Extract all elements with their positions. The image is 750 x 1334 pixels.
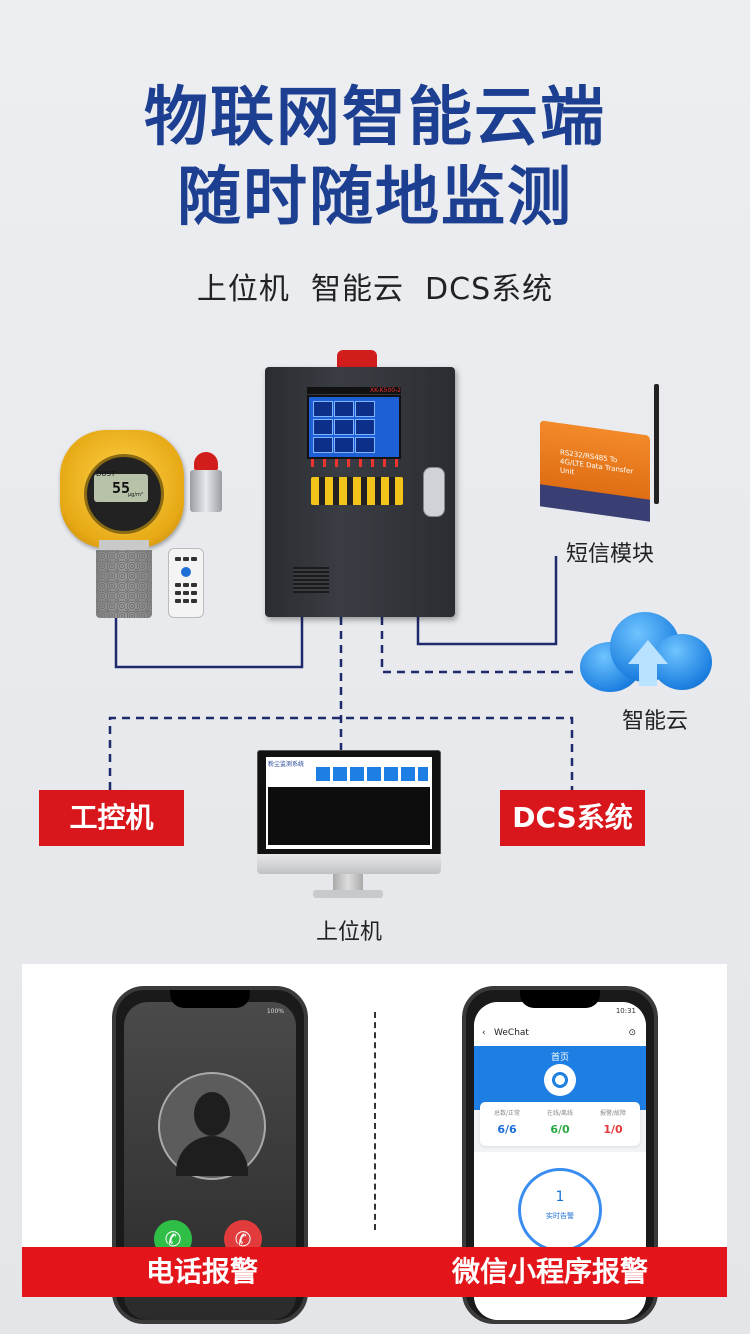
wechat-hero: 首页	[474, 1046, 646, 1110]
detector-unit: μg/m³	[128, 492, 143, 498]
cabinet-keypad	[311, 477, 403, 505]
detector-sensor-head	[96, 550, 152, 618]
sms-label: 短信模块	[566, 542, 655, 567]
sms-module: RS232/RS485 To 4G/LTE Data Transfer Unit	[532, 384, 664, 524]
stat-online: 在线/离线 6/0	[546, 1110, 574, 1136]
monitor-screen: 粉尘监测系统	[257, 750, 441, 856]
pc-monitor: 粉尘监测系统	[257, 750, 441, 898]
controller-cabinet: XK-K500-2	[265, 367, 455, 617]
cabinet-vent	[293, 567, 329, 593]
wechat-alarm-label: 微信小程序报警	[452, 1255, 649, 1288]
wechat-stats: 总数/正常 6/6 在线/离线 6/0 报警/故障 1/0	[480, 1102, 640, 1146]
line-cloud	[380, 617, 578, 674]
remote-control	[168, 548, 204, 618]
siren-body	[190, 470, 222, 512]
wechat-time: 10:31	[615, 1007, 636, 1015]
monitor-chin	[257, 854, 441, 874]
cabinet-handle	[423, 467, 445, 517]
line-detector	[114, 582, 304, 669]
panel-divider	[374, 1012, 376, 1230]
cabinet-screen	[307, 395, 401, 459]
battery-status: 100%	[266, 1008, 284, 1015]
cloud-icon	[580, 612, 712, 696]
alarm-siren	[190, 452, 222, 512]
stat-alarm: 报警/故障 1/0	[599, 1110, 627, 1136]
cabinet-brand: XK-K500-2	[307, 387, 401, 394]
wechat-nav: ‹ WeChat ⊙	[474, 1020, 646, 1047]
monitor-panel	[268, 787, 430, 845]
connection-lines	[108, 556, 578, 790]
detector-lcd: 55	[94, 474, 148, 502]
monitor-stand	[333, 874, 363, 892]
gas-detector: 55 DUST μg/m³	[42, 430, 184, 550]
pc-label: 上位机	[316, 920, 383, 945]
cabinet-beacon	[337, 350, 377, 370]
brand-logo-icon	[544, 1064, 576, 1096]
detector-reading: 55	[111, 479, 131, 497]
stat-total: 总数/正常 6/6	[493, 1110, 521, 1136]
caller-avatar	[158, 1072, 266, 1180]
tag-dcs: DCS系统	[500, 790, 645, 846]
back-icon[interactable]: ‹	[482, 1028, 486, 1038]
siren-light	[194, 452, 218, 470]
wechat-home-title: 首页	[550, 1053, 569, 1063]
subtitle: 上位机 智能云 DCS系统	[196, 272, 554, 307]
monitor-foot	[313, 890, 383, 898]
title-line2: 随时随地监测	[177, 161, 573, 235]
tag-industrial-pc: 工控机	[39, 790, 184, 846]
close-icon[interactable]: ⊙	[628, 1028, 636, 1038]
detector-label: DUST	[96, 470, 116, 478]
wechat-status-bar: 10:31	[474, 1002, 646, 1020]
upload-arrow-icon	[628, 640, 668, 664]
cloud-label: 智能云	[622, 709, 689, 734]
realtime-alarm-button[interactable]: 1 实时告警	[518, 1168, 602, 1252]
monitor-tiles	[316, 767, 428, 781]
cabinet-leds	[311, 459, 403, 467]
alarm-text: 实时告警	[546, 1212, 574, 1220]
phone-alarm-label: 电话报警	[146, 1255, 259, 1288]
footer-bar: 电话报警 微信小程序报警	[22, 1247, 727, 1297]
line-sms	[416, 556, 558, 646]
alarm-count: 1	[555, 1189, 565, 1205]
monitor-app-title: 粉尘监测系统	[268, 761, 305, 768]
wechat-nav-title: WeChat	[494, 1028, 529, 1038]
antenna-icon	[654, 384, 659, 504]
title-line1: 物联网智能云端	[144, 81, 606, 155]
monitor-app: 粉尘监测系统	[266, 757, 432, 849]
line-bus	[108, 716, 574, 790]
